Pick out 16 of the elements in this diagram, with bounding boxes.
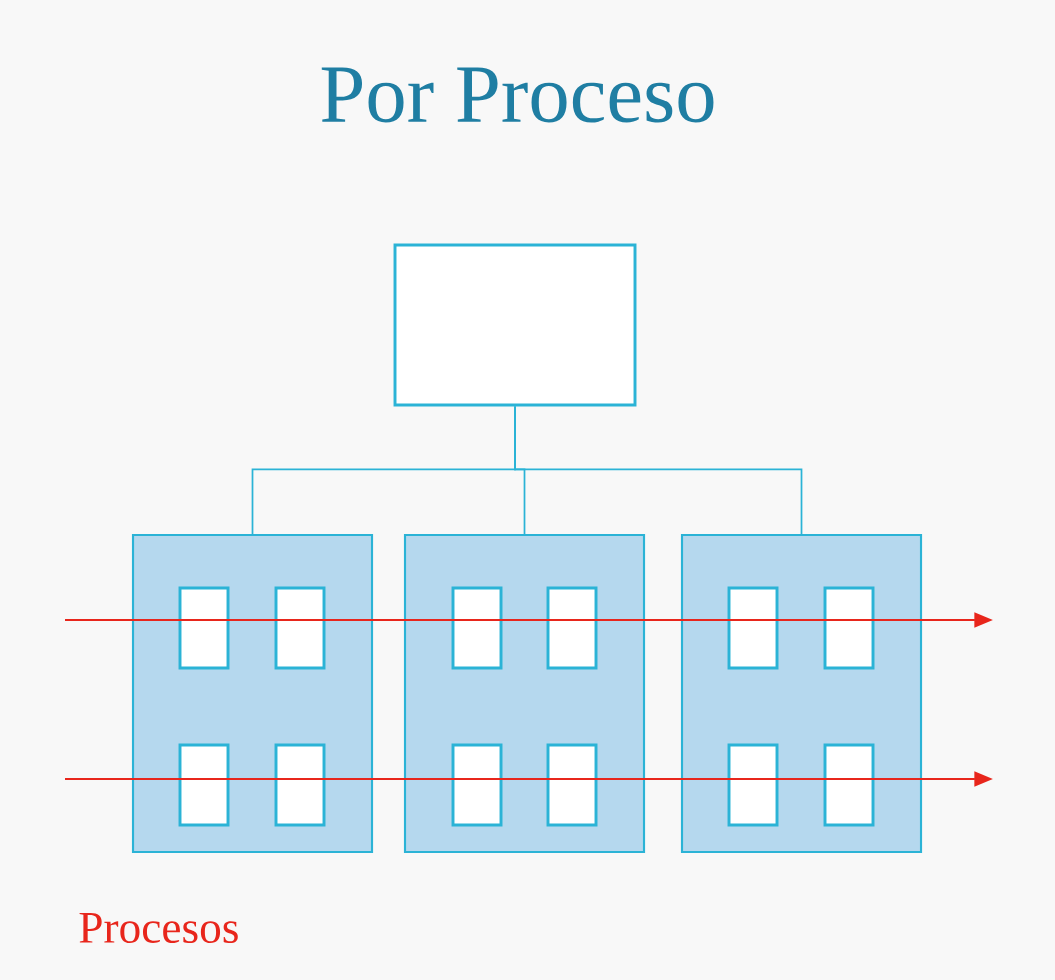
task-box <box>546 743 598 827</box>
title: Por Proceso <box>321 67 714 123</box>
task-box <box>823 743 875 827</box>
task-box <box>727 586 779 670</box>
connector-line <box>514 405 803 535</box>
manager-box <box>393 243 637 407</box>
task-box <box>451 743 503 827</box>
task-box <box>178 743 230 827</box>
task-box <box>274 743 326 827</box>
task-box <box>546 586 598 670</box>
task-box <box>727 743 779 827</box>
task-box <box>274 586 326 670</box>
process-label: Procesos <box>79 912 238 944</box>
task-box <box>451 586 503 670</box>
task-box <box>823 586 875 670</box>
task-box <box>178 586 230 670</box>
